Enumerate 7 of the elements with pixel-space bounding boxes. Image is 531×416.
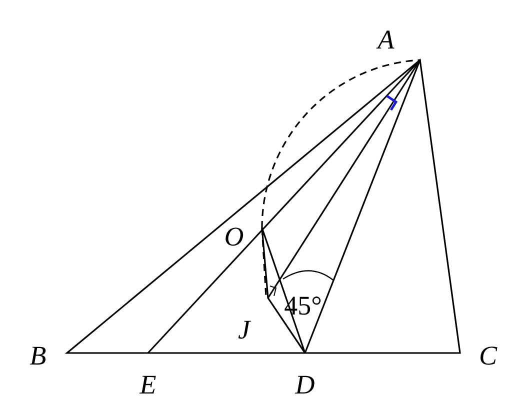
point-label: C (479, 342, 497, 370)
point-label: J (238, 316, 250, 344)
point-label: A (378, 26, 394, 54)
point-label: B (30, 342, 46, 370)
point-label: O (224, 224, 244, 250)
point-label: D (295, 372, 315, 398)
point-label: E (140, 372, 156, 398)
